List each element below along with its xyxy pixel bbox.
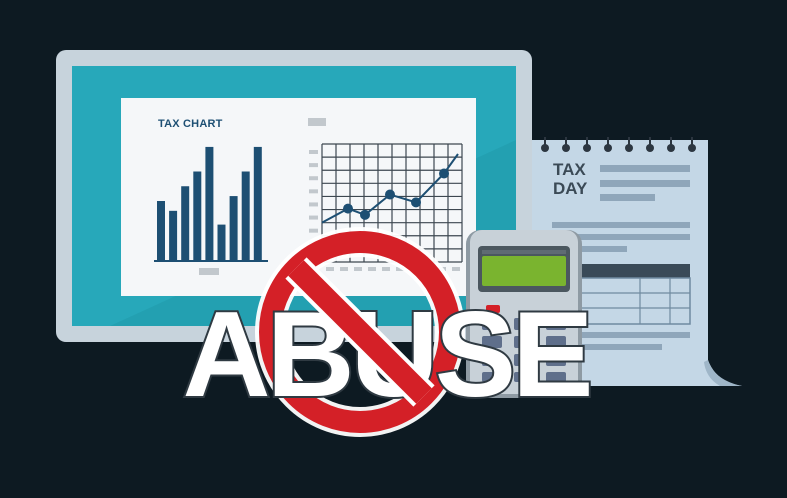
x-tick (382, 267, 390, 271)
bar (181, 186, 190, 260)
y-tick (309, 228, 318, 233)
chart-title: TAX CHART (158, 118, 223, 130)
y-tick (309, 150, 318, 154)
x-tick (452, 267, 460, 271)
x-tick (396, 267, 404, 271)
calculator (466, 230, 582, 398)
tax-day-calendar (530, 137, 742, 386)
y-tick (309, 202, 318, 207)
data-point (360, 209, 370, 220)
bar (217, 224, 226, 260)
y-tick (309, 176, 318, 181)
bar (229, 196, 238, 260)
line-chart (321, 153, 459, 224)
data-point (411, 197, 421, 208)
x-tick (354, 267, 362, 271)
tax-day-label-line1: TAX (553, 160, 586, 179)
tax-day-label: TAX DAY (553, 160, 593, 198)
data-point (439, 168, 449, 179)
x-tick (340, 267, 348, 271)
bar (241, 171, 250, 260)
x-tick (368, 267, 376, 271)
bar (169, 210, 178, 260)
bar (205, 146, 214, 260)
y-tick (309, 215, 318, 220)
prohibition-slash (288, 260, 432, 404)
bar (157, 201, 165, 260)
y-tick (309, 189, 318, 194)
bar (193, 171, 202, 260)
prohibition-icon (255, 227, 465, 437)
data-point (343, 203, 353, 214)
bar-chart (157, 146, 262, 260)
x-tick (326, 267, 334, 271)
y-tick (309, 163, 318, 168)
tax-day-label-line2: DAY (553, 179, 588, 198)
bar (253, 146, 262, 260)
data-point (385, 189, 395, 200)
